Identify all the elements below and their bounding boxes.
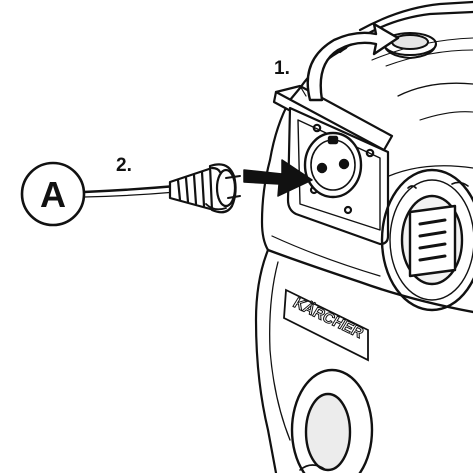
step-1-number: 1. (274, 58, 290, 79)
insert-arrow-icon (243, 159, 313, 197)
power-plug-icon (82, 163, 241, 214)
step-2-number: 2. (116, 155, 132, 176)
callout-circle-icon: A (20, 161, 86, 227)
socket-icon (303, 131, 363, 199)
curved-arrow-icon (306, 22, 400, 102)
cord-reel-icon (380, 168, 473, 312)
brand-plate: KÄRCHER (283, 288, 369, 362)
front-wheel-icon (290, 368, 374, 473)
callout-label: A (40, 174, 66, 215)
